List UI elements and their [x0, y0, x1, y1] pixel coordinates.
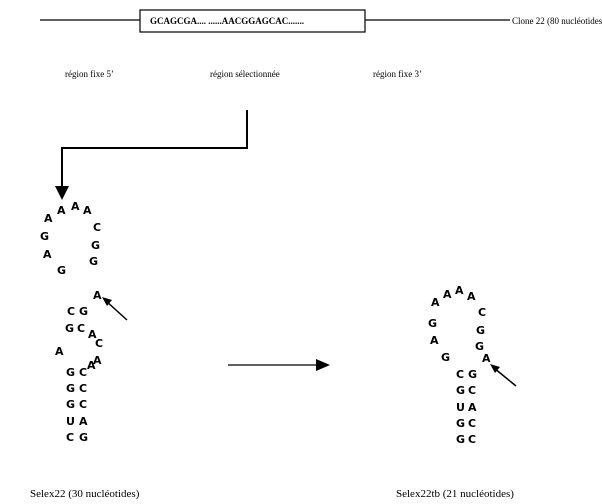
nt: G: [65, 322, 74, 335]
left-pointer-arrowhead: [102, 297, 112, 306]
nt: G: [79, 305, 88, 318]
nt: A: [430, 334, 439, 347]
nt: A: [93, 289, 102, 302]
nt: C: [456, 368, 464, 381]
nt: C: [67, 305, 75, 318]
nt: C: [79, 366, 87, 379]
nt: G: [428, 317, 437, 330]
nt: A: [55, 345, 64, 358]
left-stem: C G G C A C A G C A A G C G C U A C G: [55, 305, 103, 444]
right-pointer-arrowhead: [490, 364, 500, 373]
nt: C: [478, 306, 486, 319]
selection-arrow: [61, 110, 248, 188]
nt: G: [441, 351, 450, 364]
nt: A: [467, 290, 476, 303]
nt: A: [468, 401, 477, 414]
region-three-prime: région fixe 3’: [373, 69, 422, 79]
nt: C: [468, 384, 476, 397]
nt: G: [476, 324, 485, 337]
nt: A: [71, 200, 80, 213]
nt: A: [93, 354, 102, 367]
nt: A: [83, 204, 92, 217]
nt: A: [455, 284, 464, 297]
selection-arrowhead: [55, 186, 69, 200]
clone-label: Clone 22 (80 nucléotides): [512, 16, 602, 26]
region-selected: région sélectionnée: [210, 69, 280, 79]
nt: C: [66, 431, 74, 444]
nt: A: [44, 212, 53, 225]
right-pointer-arrow: [493, 367, 517, 387]
nt: G: [40, 230, 49, 243]
nt: C: [77, 322, 85, 335]
nt: G: [91, 239, 100, 252]
right-caption: Selex22tb (21 nucléotides): [396, 488, 514, 500]
nt: C: [468, 417, 476, 430]
nt: G: [79, 431, 88, 444]
nt: G: [468, 368, 477, 381]
nt: G: [66, 382, 75, 395]
truncation-arrowhead: [316, 359, 330, 371]
nt: C: [468, 433, 476, 446]
nt: U: [66, 415, 75, 428]
nt: A: [482, 352, 491, 365]
region-five-prime: région fixe 5’: [65, 69, 114, 79]
nt: G: [456, 433, 465, 446]
left-caption: Selex22 (30 nucléotides): [30, 488, 140, 500]
nt: C: [93, 221, 101, 234]
nt: A: [57, 204, 66, 217]
nt: C: [79, 382, 87, 395]
right-stem: C G G C U A G C G C: [456, 368, 477, 446]
nt: A: [443, 288, 452, 301]
nt: G: [456, 384, 465, 397]
selected-region-box: [139, 9, 366, 33]
nt: C: [79, 398, 87, 411]
nt: G: [57, 264, 66, 277]
nt: A: [79, 415, 88, 428]
nt: G: [456, 417, 465, 430]
right-loop: G A G A A A A C G G A: [428, 284, 491, 365]
nt: A: [87, 359, 96, 372]
left-pointer-arrow: [105, 300, 128, 321]
nt: A: [43, 248, 52, 261]
left-loop: G A G A A A A C G G A: [40, 200, 102, 302]
sequence-text: GCAGCGA.... ......AACGGAGCAC.......: [150, 16, 304, 26]
nt: A: [431, 296, 440, 309]
nt: A: [88, 328, 97, 341]
nt: G: [66, 366, 75, 379]
nt: G: [89, 255, 98, 268]
nt: G: [66, 398, 75, 411]
nt: U: [456, 401, 465, 414]
nt: C: [95, 337, 103, 350]
nt: G: [475, 340, 484, 353]
